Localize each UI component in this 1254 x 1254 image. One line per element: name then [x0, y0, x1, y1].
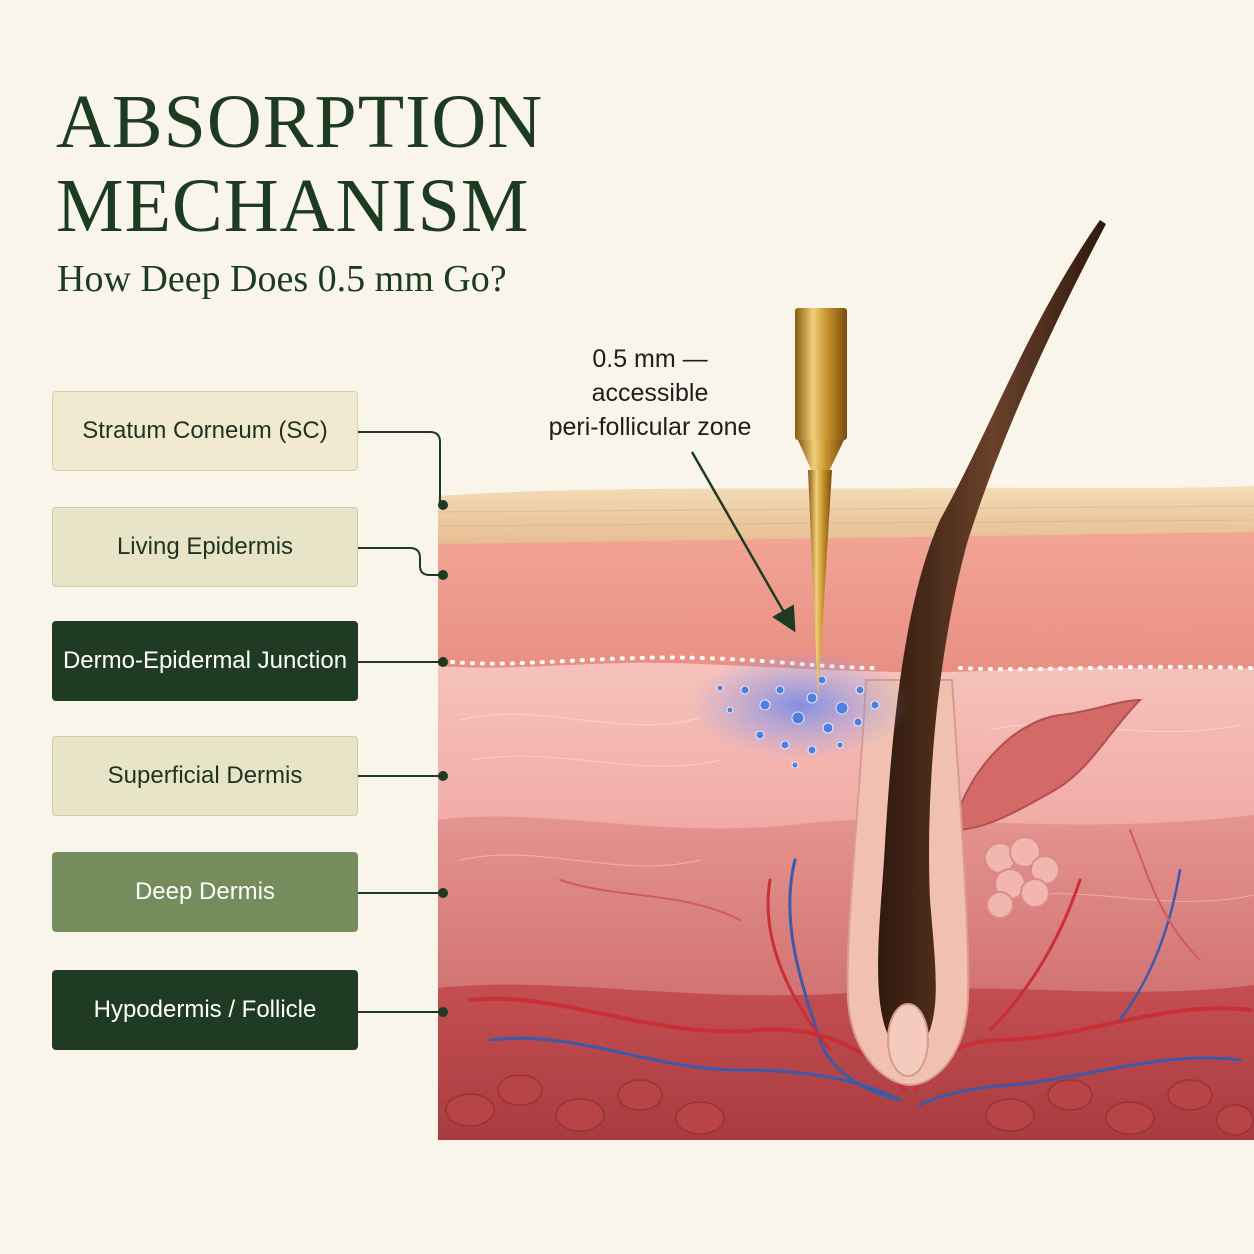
sebaceous-gland: [984, 836, 1060, 919]
label-dermo-epidermal-junction: Dermo-Epidermal Junction: [52, 621, 358, 701]
annotation-arrow: [690, 451, 796, 633]
deep-dermis-layer: [438, 810, 1254, 996]
page-subtitle: How Deep Does 0.5 mm Go?: [57, 258, 507, 300]
hair-follicle-icon: [846, 220, 1106, 1087]
page-title: ABSORPTION MECHANISM: [56, 80, 543, 248]
absorption-droplets-icon: [690, 650, 910, 769]
blood-vessels: [468, 829, 1252, 1107]
annotation-line-1: 0.5 mm —: [592, 345, 708, 373]
depth-annotation: 0.5 mm — accessible peri-follicular zone: [528, 342, 772, 444]
living-epidermis-layer: [438, 530, 1254, 673]
annotation-line-3: peri-follicular zone: [548, 413, 752, 441]
label-deep-dermis: Deep Dermis: [52, 852, 358, 932]
fat-lobules: [445, 1074, 1254, 1136]
label-stratum-corneum: Stratum Corneum (SC): [52, 391, 358, 471]
title-line-1: ABSORPTION: [56, 80, 544, 164]
title-line-2: MECHANISM: [56, 164, 530, 248]
stratum-corneum-layer: [438, 486, 1254, 544]
annotation-line-2: accessible: [591, 379, 709, 407]
label-living-epidermis: Living Epidermis: [52, 507, 358, 587]
arrector-pili-muscle: [954, 698, 1143, 832]
label-connectors: [358, 431, 448, 1017]
label-superficial-dermis: Superficial Dermis: [52, 736, 358, 816]
label-hypodermis-follicle: Hypodermis / Follicle: [52, 970, 358, 1050]
microneedle-icon: [795, 308, 847, 700]
